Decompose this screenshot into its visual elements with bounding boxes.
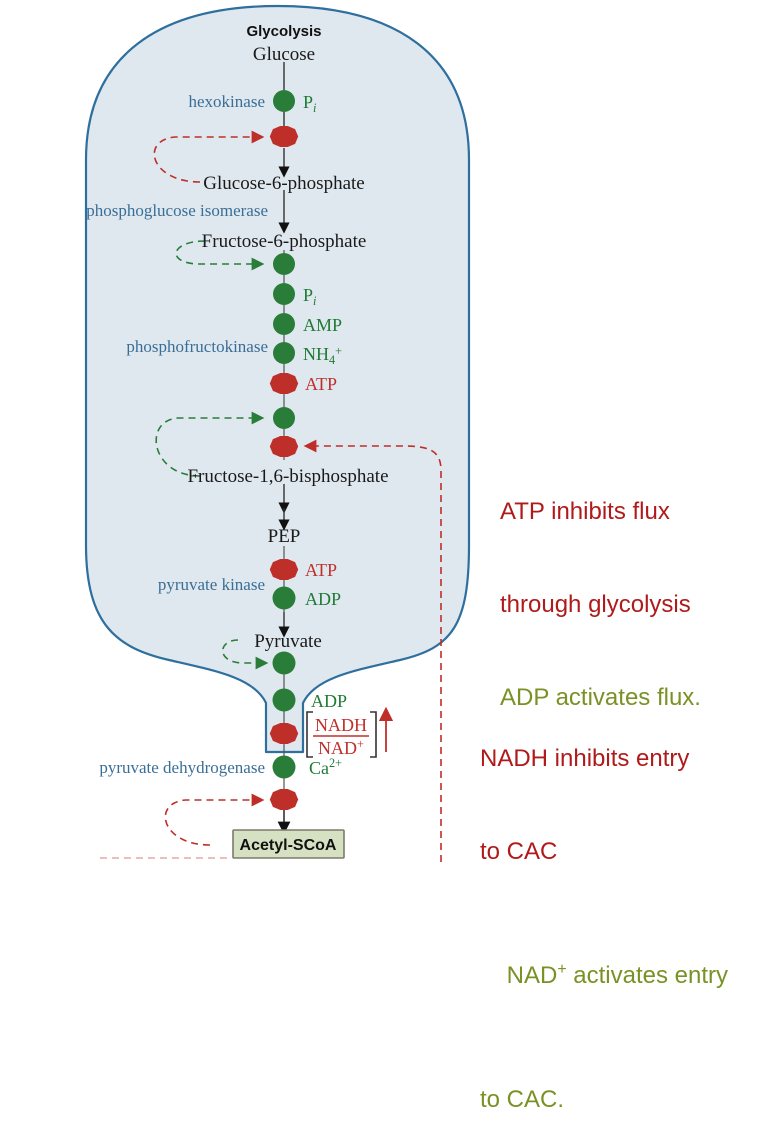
- enzyme-phosphoglucose-isomerase: phosphoglucose isomerase: [86, 201, 268, 220]
- regulator-node-pdh-adp: [272, 688, 296, 712]
- metabolite-f16bp: Fructose-1,6-bisphosphate: [187, 466, 388, 487]
- regulator-node-pfk-atp2: [269, 436, 299, 457]
- annotation-glycolysis-line2: through glycolysis: [500, 591, 691, 618]
- enzyme-pyruvate-dehydrogenase: pyruvate dehydrogenase: [99, 758, 265, 777]
- regulator-node-pfk-nh4: [273, 342, 295, 364]
- regulator-node-pfk-atp: [269, 373, 299, 394]
- feedback-acetylscoa-inhibits-pdh: [164, 793, 265, 846]
- annotation-glycolysis-line3: ADP activates flux.: [500, 684, 701, 711]
- enzyme-phosphofructokinase: phosphofructokinase: [126, 337, 268, 356]
- regulator-node-pdh-acetylscoa: [269, 789, 299, 810]
- regulator-node-pfk-pi: [273, 283, 295, 305]
- regulator-node-hk-g6p: [269, 126, 299, 147]
- regulator-label-pdh-ca: Ca2+: [309, 756, 342, 778]
- ratio-numerator: NADH: [315, 715, 367, 735]
- regulator-node-pdh-nadh: [269, 723, 299, 744]
- metabolite-pyruvate: Pyruvate: [254, 631, 322, 652]
- regulator-node-pdh-ca: [272, 755, 296, 779]
- regulator-node-pdh-pyruvate: [272, 651, 296, 675]
- regulator-label-pfk-amp: AMP: [303, 315, 342, 335]
- feedback-atp-inhibits-pfk: [303, 439, 442, 862]
- ratio-denominator: NAD+: [318, 737, 364, 758]
- regulator-label-hk-pi: Pi: [303, 92, 317, 115]
- regulator-node-pfk-amp: [273, 313, 295, 335]
- annotation-cac-line4: to CAC.: [480, 1086, 565, 1113]
- annotation-cac-line3: NAD+ activates entry: [480, 929, 728, 1022]
- regulator-node-pk-adp: [272, 586, 296, 610]
- annotation-glycolysis-line1: ATP inhibits flux: [500, 498, 670, 525]
- acetyl-scoa-label: Acetyl-SCoA: [240, 837, 337, 854]
- annotation-cac-line3-sup: +: [557, 961, 567, 978]
- metabolite-f6p: Fructose-6-phosphate: [202, 231, 367, 252]
- annotation-cac-line2: to CAC: [480, 838, 558, 865]
- metabolite-pep: PEP: [268, 526, 301, 547]
- annotation-glycolysis: ATP inhibits flux through glycolysis ADP…: [500, 434, 701, 744]
- enzyme-hexokinase: hexokinase: [189, 92, 265, 111]
- annotation-cac: NADH inhibits entry to CAC NAD+ activate…: [480, 681, 728, 1146]
- regulator-label-pk-atp: ATP: [305, 560, 337, 580]
- regulator-node-hk-pi: [273, 90, 295, 112]
- pathway-svg: Glycolysis Glucose Glucose-6-phosphate F…: [84, 4, 471, 862]
- annotation-cac-line1: NADH inhibits entry: [480, 745, 690, 772]
- regulator-node-pk-atp: [269, 559, 299, 580]
- nadh-nad-ratio: NADH NAD+: [306, 706, 394, 758]
- page-title: Glycolysis: [246, 23, 321, 40]
- annotation-cac-line3-prefix: NAD: [506, 962, 558, 989]
- regulator-label-pfk-pi: Pi: [303, 285, 317, 308]
- regulator-label-pfk-nh4: NH4+: [303, 344, 342, 367]
- feedback-fbp-activates-pfk: [155, 411, 265, 477]
- annotation-cac-line3-suffix: activates entry: [566, 962, 728, 989]
- diagram-canvas: Glycolysis Glucose Glucose-6-phosphate F…: [84, 4, 728, 1113]
- regulator-node-pfk-fbp: [273, 407, 295, 429]
- regulator-label-pfk-atp: ATP: [305, 374, 337, 394]
- feedback-g6p-inhibits-hexokinase: [153, 130, 265, 183]
- acetyl-scoa-box: [232, 829, 345, 859]
- regulator-label-pk-adp: ADP: [305, 589, 341, 609]
- enzyme-pyruvate-kinase: pyruvate kinase: [158, 575, 265, 594]
- metabolite-glucose: Glucose: [253, 44, 315, 65]
- regulator-node-pfk-f26bp: [273, 253, 295, 275]
- regulator-label-pdh-adp: ADP: [311, 691, 347, 711]
- feedback-pyruvate-activates-pdh: [222, 639, 269, 670]
- metabolite-g6p: Glucose-6-phosphate: [203, 173, 364, 194]
